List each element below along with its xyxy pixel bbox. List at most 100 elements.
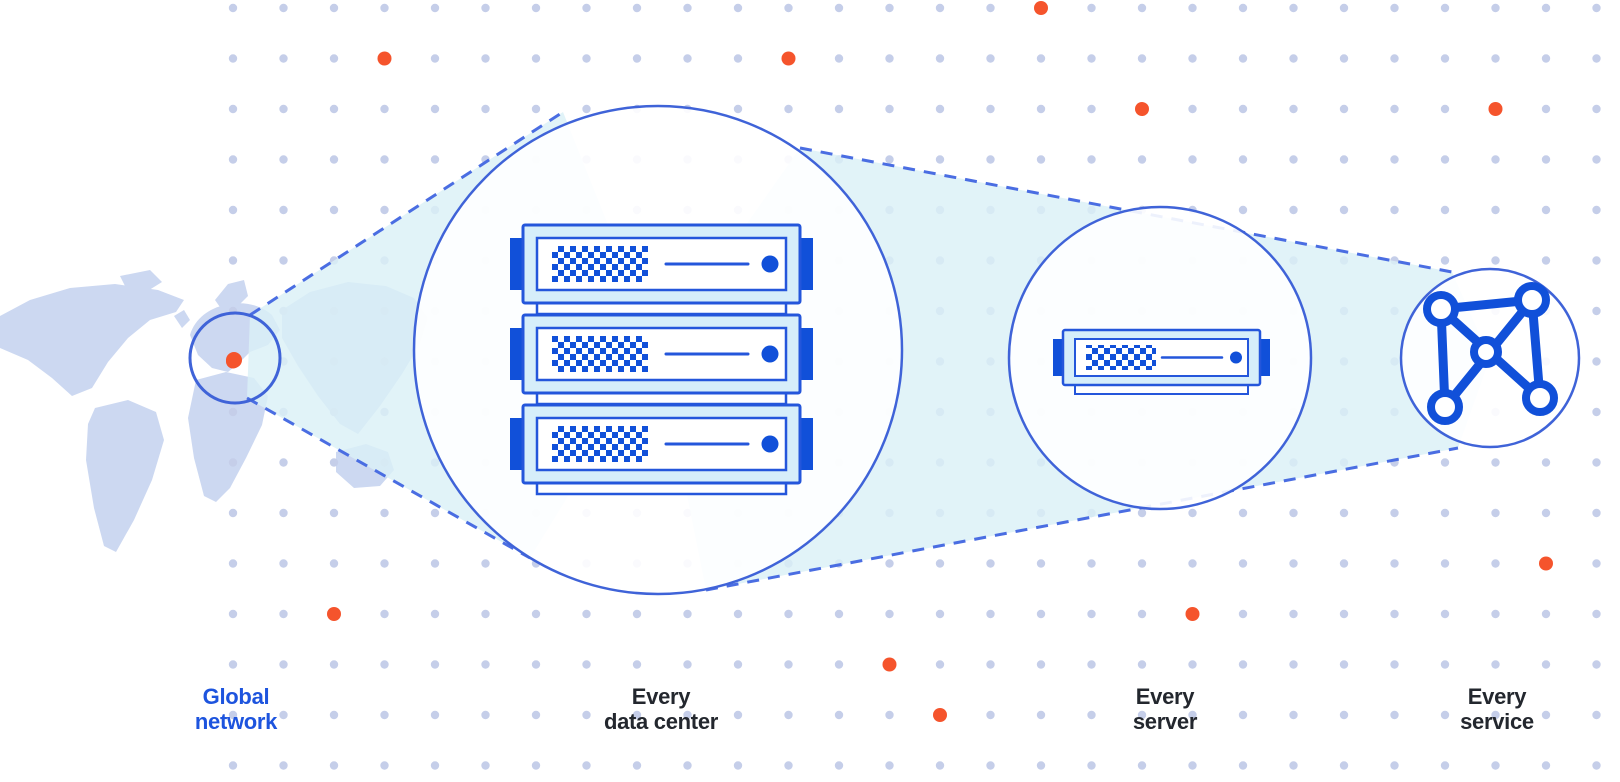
grid-dot (430, 559, 440, 568)
grid-dot (1339, 660, 1349, 669)
grid-dot (380, 761, 389, 770)
grid-dot (279, 761, 288, 770)
grid-dot (683, 54, 692, 63)
grid-dot (834, 761, 844, 770)
grid-dot (1541, 155, 1551, 164)
grid-dot (279, 256, 288, 265)
grid-dot (683, 761, 692, 770)
map-north-america (0, 284, 184, 396)
grid-dot (1339, 508, 1349, 518)
grid-dot (430, 104, 440, 114)
grid-dot (1238, 3, 1248, 13)
map-south-america (86, 400, 164, 552)
grid-dot (1440, 155, 1450, 164)
caption-line: Every (631, 684, 691, 709)
grid-dot (1390, 508, 1399, 518)
grid-dot (329, 710, 339, 720)
grid-dot (733, 761, 743, 770)
grid-dot (1491, 54, 1500, 63)
grid-dot (329, 155, 339, 164)
grid-dot (733, 710, 743, 720)
grid-dot (329, 458, 339, 467)
grid-dot (1087, 660, 1096, 669)
grid-dot (279, 559, 288, 568)
grid-dot (683, 710, 692, 720)
grid-dot (632, 660, 642, 669)
grid-dot (834, 609, 844, 619)
grid-dot (279, 205, 288, 215)
grid-dot (632, 761, 642, 770)
grid-dot-orange (781, 51, 796, 66)
grid-dot (834, 54, 844, 63)
grid-dot (481, 710, 490, 720)
grid-dot (329, 104, 339, 114)
grid-dot (329, 660, 339, 669)
grid-dot (1238, 710, 1248, 720)
grid-dot (935, 104, 945, 114)
grid-dot (1339, 104, 1349, 114)
server-right-tab (798, 328, 813, 380)
grid-dot (1339, 155, 1349, 164)
grid-dot (1238, 761, 1248, 770)
grid-dot (279, 710, 288, 720)
vent-pattern-icon (1086, 345, 1156, 370)
grid-dot-orange (1135, 102, 1149, 116)
grid-dot (1541, 104, 1551, 114)
grid-dot (632, 54, 642, 63)
grid-dot (935, 3, 945, 13)
grid-dot (329, 205, 339, 215)
grid-dot (834, 710, 844, 720)
server-unit (1053, 328, 1270, 395)
grid-dot (1390, 710, 1399, 720)
grid-dot (1137, 508, 1147, 518)
network-node (1514, 282, 1550, 318)
server-left-tab (510, 328, 525, 380)
grid-dot (1592, 458, 1601, 467)
grid-dot (1541, 761, 1551, 770)
grid-dot (1491, 761, 1500, 770)
grid-dot (1592, 357, 1601, 366)
grid-dot (1087, 710, 1096, 720)
caption-global-network: Global network (194, 684, 278, 734)
dashed-tangent-lower-right (705, 446, 1459, 592)
grid-dot (380, 660, 389, 669)
grid-dot (784, 3, 793, 13)
grid-dot (1036, 710, 1046, 720)
grid-dot (481, 3, 490, 13)
grid-dot (1238, 54, 1248, 63)
grid-dot (1289, 205, 1298, 215)
grid-dot (228, 256, 238, 265)
grid-dot (228, 508, 238, 518)
grid-dot (380, 508, 389, 518)
grid-dot (784, 609, 793, 619)
map-africa (188, 372, 268, 502)
grid-dot (986, 660, 995, 669)
grid-dot (1137, 609, 1147, 619)
grid-dot (784, 104, 793, 114)
network-node (1522, 380, 1558, 416)
grid-dot (380, 104, 389, 114)
grid-dot (1289, 660, 1298, 669)
grid-dot (582, 660, 591, 669)
grid-dot (1491, 609, 1500, 619)
grid-dot (1491, 508, 1500, 518)
grid-dot (430, 155, 440, 164)
grid-dot (279, 609, 288, 619)
grid-dot (632, 710, 642, 720)
grid-dot (582, 761, 591, 770)
grid-dot-orange (1185, 607, 1200, 621)
grid-dot (1491, 155, 1500, 164)
grid-dot (228, 559, 238, 568)
grid-dot (733, 54, 743, 63)
grid-dot (380, 155, 389, 164)
grid-dot (329, 3, 339, 13)
network-node (1470, 336, 1502, 368)
grid-dot (430, 761, 440, 770)
grid-dot (531, 710, 541, 720)
caption-line: network (194, 709, 278, 734)
grid-dot (1390, 761, 1399, 770)
grid-dot (1087, 559, 1096, 568)
grid-dot (1592, 3, 1601, 13)
